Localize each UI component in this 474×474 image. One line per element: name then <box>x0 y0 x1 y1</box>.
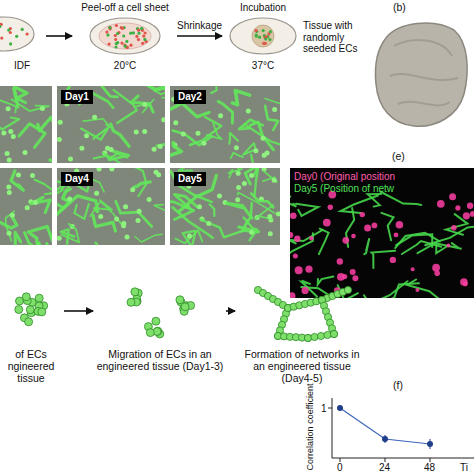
arrow <box>46 35 72 37</box>
stage-box: Incubation 37°CTissue with randomly seede… <box>225 0 375 76</box>
stage-box: Peel-off a cell sheet 20°C <box>75 0 175 76</box>
stage-box: of ECs ngineered tissue <box>0 278 62 388</box>
stage-box: Formation of networks in an engineered t… <box>238 278 366 388</box>
node-text: Peel-off a cell sheet <box>75 2 175 14</box>
node-text: Day5 (Position of netw <box>294 183 394 195</box>
day-tag: Day4 <box>61 172 93 186</box>
image-panel: Day4 <box>57 168 165 245</box>
axis-tick: 0 <box>337 462 343 473</box>
axis-tick: 24 <box>379 462 390 473</box>
node-text: Migration of ECs in an engineered tissue… <box>96 348 224 372</box>
image-panel: Day0 (Original positionDay5 (Position of… <box>290 168 474 298</box>
arrow <box>177 35 222 37</box>
node-text: 37°C <box>225 60 301 72</box>
node-text: Day0 (Original position <box>294 171 395 183</box>
micrograph-crop <box>0 168 52 245</box>
node-text: Tissue with randomly seeded ECs <box>303 20 375 55</box>
axis-title: Ti <box>460 462 468 473</box>
stage-box: IDF <box>0 0 44 76</box>
micrograph-crop <box>0 86 52 163</box>
tissue-photo <box>372 16 472 132</box>
arrow <box>64 310 93 312</box>
axis-tick: 1 <box>321 403 327 414</box>
stage-box: Migration of ECs in an engineered tissue… <box>96 278 224 388</box>
axis-tick: 48 <box>424 462 435 473</box>
axis-title: Correlation coefficient <box>306 384 316 471</box>
panel-letter: (b) <box>393 2 406 14</box>
panel-letter: (e) <box>392 151 405 163</box>
image-panel: Day5 <box>170 168 280 245</box>
image-panel: Day1 <box>57 86 165 163</box>
arrow <box>226 310 235 312</box>
panel-letter: (f) <box>393 380 403 392</box>
day-tag: Day5 <box>174 172 206 186</box>
edge-label: Shrinkage <box>177 20 222 31</box>
node-text: Formation of networks in an engineered t… <box>238 348 366 384</box>
node-text: IDF <box>0 60 44 72</box>
day-tag: Day2 <box>174 90 206 104</box>
node-text: Incubation <box>225 2 301 14</box>
image-panel: Day2 <box>170 86 280 163</box>
node-text: 20°C <box>75 60 175 72</box>
day-tag: Day1 <box>61 90 93 104</box>
node-text: of ECs ngineered tissue <box>0 348 62 384</box>
